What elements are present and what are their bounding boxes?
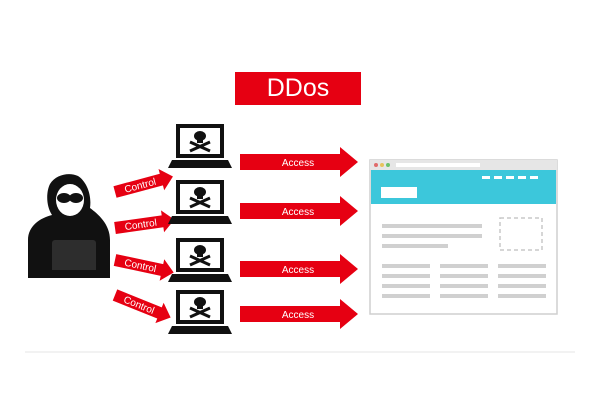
control-label: Control: [123, 258, 157, 275]
skull-laptop-icon: [168, 290, 232, 334]
access-arrow: Access: [240, 147, 358, 177]
access-arrow: Access: [240, 254, 358, 284]
control-label: Control: [124, 218, 157, 233]
access-label: Access: [282, 158, 314, 169]
access-label: Access: [282, 265, 314, 276]
image-placeholder: [499, 217, 543, 251]
access-arrow: Access: [240, 299, 358, 329]
control-arrow: Control: [114, 210, 175, 234]
skull-laptop-icon: [168, 180, 232, 224]
control-arrow: Control: [113, 168, 173, 198]
access-arrow: Access: [240, 196, 358, 226]
control-label: Control: [123, 177, 157, 196]
access-label: Access: [282, 207, 314, 218]
diagram-title: DDos: [235, 72, 361, 105]
control-arrow: Control: [113, 254, 174, 281]
skull-laptop-icon: [168, 238, 232, 282]
skull-laptop-icon: [168, 124, 232, 168]
control-label: Control: [122, 295, 156, 317]
control-arrow: Control: [112, 289, 171, 324]
hooded-hacker-icon: [28, 174, 110, 278]
access-label: Access: [282, 310, 314, 321]
target-website-mockup: [369, 159, 558, 315]
